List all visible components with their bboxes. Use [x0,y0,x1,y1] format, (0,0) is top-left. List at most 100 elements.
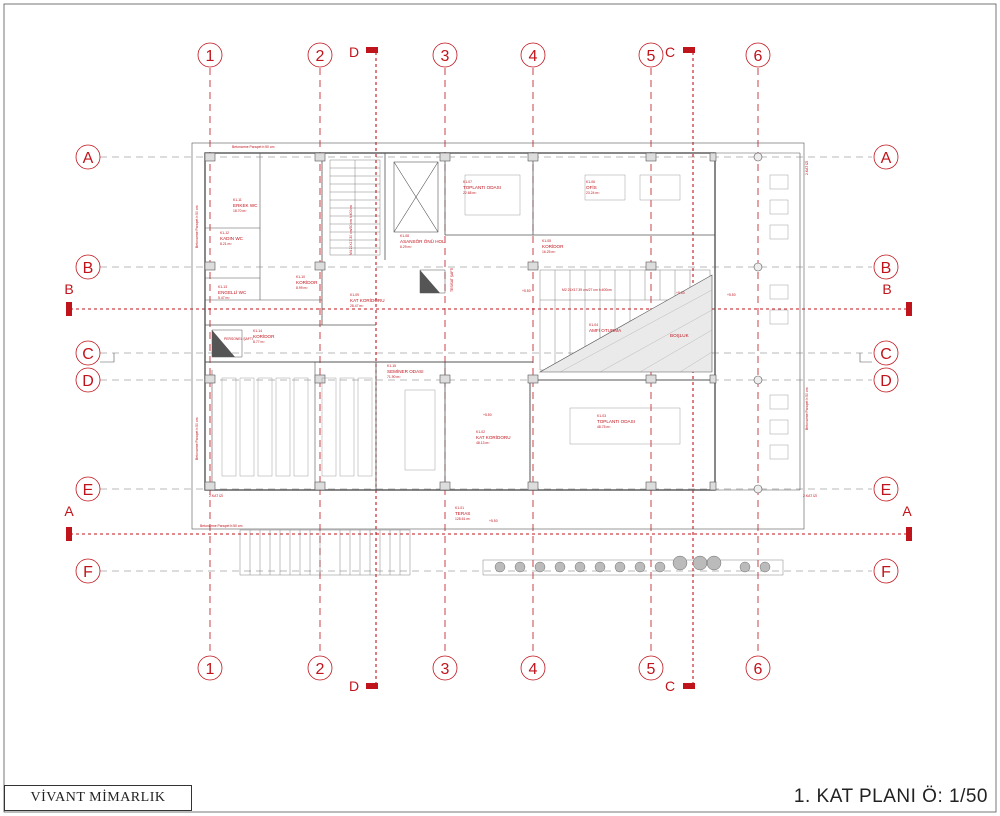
room-code: K1-15 [387,364,396,368]
room-area: 6.29 m² [400,245,412,249]
room-k1-01: K1-01 TERAS 128.61 m² [455,506,471,521]
room-name: KAT KORİDORU [350,297,385,303]
grid-row-stubs [100,353,872,363]
floor-trace-left: 2.KAT İZİ [209,493,223,498]
seminar-seating [221,377,436,477]
room-name: KORİDOR [253,333,275,339]
room-name: OFİS [586,184,597,190]
grid-col-5-top: 5 [647,48,656,65]
grid-col-2-top: 2 [316,48,325,65]
void-hatch [538,274,713,373]
room-area: 18.70 m² [233,209,247,213]
grid-col-4-bottom: 4 [529,661,538,678]
room-area: 48.75 m² [597,425,611,429]
grid-row-c-left: C [82,346,94,363]
room-area: 128.61 m² [455,517,471,521]
room-code: K1-03 [597,414,606,418]
grid-row-b-right: B [881,260,892,277]
parapet-note-bottom: Betonarme Parapet h:50 cm [200,524,243,528]
room-area: 71.90 m² [387,375,401,379]
room-code: K1-06 [586,180,595,184]
grid-row-e-right: E [881,482,892,499]
section-d-bottom: D [349,678,359,694]
section-lines [70,52,912,686]
grid-col-6-bottom: 6 [754,661,763,678]
room-name: AMFİ OTURMA [589,327,622,333]
room-area: 23.24 m² [586,191,600,195]
grid-col-1-top: 1 [206,48,215,65]
firm-name: VİVANT MİMARLIK [30,790,166,805]
room-k1-03: K1-03 TOPLANTI ODASI 48.75 m² [597,414,635,429]
grid-row-a-left: A [83,150,94,167]
grid-bubbles-right [873,144,899,584]
room-area: 8.77 m² [253,340,265,344]
grid-row-b-left: B [83,260,94,277]
room-k1-12: K1-12 KADIN WC 8.21 m² [220,231,244,246]
room-code: K1-11 [233,198,242,202]
grid-row-f-left: F [83,564,93,581]
section-d-top: D [349,44,359,60]
room-k1-06: K1-06 OFİS 23.24 m² [586,180,600,195]
room-k1-09: K1-09 KAT KORİDORU 28.47 m² [350,293,385,308]
terrace-tables [769,174,789,460]
entry-steps [239,529,784,576]
grid-col-1-bottom: 1 [206,661,215,678]
parapet-note-right-lower: Betonarme Parapet h:50 cm [805,387,809,430]
level-3: +5.50 [727,293,736,297]
room-code: K1-05 [542,239,551,243]
room-name: KADIN WC [220,236,244,241]
room-k1-14: K1-14 KORİDOR 8.77 m² [253,329,275,344]
room-name: ENGELLİ WC [218,289,247,295]
planters [494,555,771,573]
room-code: K1-08 [400,234,409,238]
parapet-note-left-upper: Betonarme Parapet h:50 cm [195,205,199,248]
room-name: ASANSÖR ÖNÜ HOL [400,238,445,244]
grid-col-4-top: 4 [529,48,538,65]
grid-row-d-right: D [880,373,892,390]
grid-col-6-top: 6 [754,48,763,65]
section-a-left: A [64,503,74,519]
elevator-shaft [393,161,439,233]
grid-lines-h [100,156,872,572]
room-k1-05: K1-05 KORİDOR 16.25 m² [542,239,564,254]
stair-m2-label: M2 21X17.39 cm/27 cm h:400cm [562,288,612,292]
room-area: 5.47 m² [218,296,230,300]
room-name: KAT KORİDORU [476,434,511,440]
level-4: +5.50 [483,413,492,417]
sheet-title: 1. KAT PLANI Ö: 1/50 [793,786,988,807]
grid-row-f-right: F [881,564,891,581]
room-code: K1-02 [476,430,485,434]
grid-bubbles-bottom [197,655,771,681]
room-name: ERKEK WC [233,203,258,208]
grid-col-2-bottom: 2 [316,661,325,678]
room-area: 28.47 m² [350,304,364,308]
room-k1-15: K1-15 SEMİNER ODASI 71.90 m² [387,364,424,379]
grid-col-5-bottom: 5 [647,661,656,678]
level-1: +5.50 [522,289,531,293]
parapet-note-left-lower: Betonarme Parapet h:50 cm [195,417,199,460]
room-code: K1-01 [455,506,464,510]
grid-row-e-left: E [83,482,94,499]
parapet-note-top: Betonarme Parapet h:50 cm [232,145,275,149]
shafts [211,269,446,358]
level-5: +5.50 [489,519,498,523]
stair-m4-label: M4 21X17.30 cm/30 cm h:400cm [349,205,353,255]
room-code: K1-10 [296,275,305,279]
room-area: 48.13 m² [476,441,490,445]
shaft-label-1: PERSONEL ŞAFTI [224,337,253,341]
structural-columns [204,152,763,494]
grid-col-3-bottom: 3 [441,661,450,678]
room-k1-13: K1-13 ENGELLİ WC 5.47 m² [218,285,247,300]
room-code: K1-09 [350,293,359,297]
room-area: 8.21 m² [220,242,232,246]
sheet-border [3,3,997,813]
room-k1-04: K1-04 AMFİ OTURMA [589,323,622,333]
section-b-right: B [882,281,891,297]
room-name: TOPLANTI ODASI [597,419,635,424]
room-code: K1-12 [220,231,229,235]
room-k1-10: K1-10 KORİDOR 8.99 m² [296,275,318,290]
room-k1-02: K1-02 KAT KORİDORU 48.13 m² [476,430,511,445]
room-area: 8.99 m² [296,286,308,290]
room-name: TOPLANTI ODASI [463,185,501,190]
